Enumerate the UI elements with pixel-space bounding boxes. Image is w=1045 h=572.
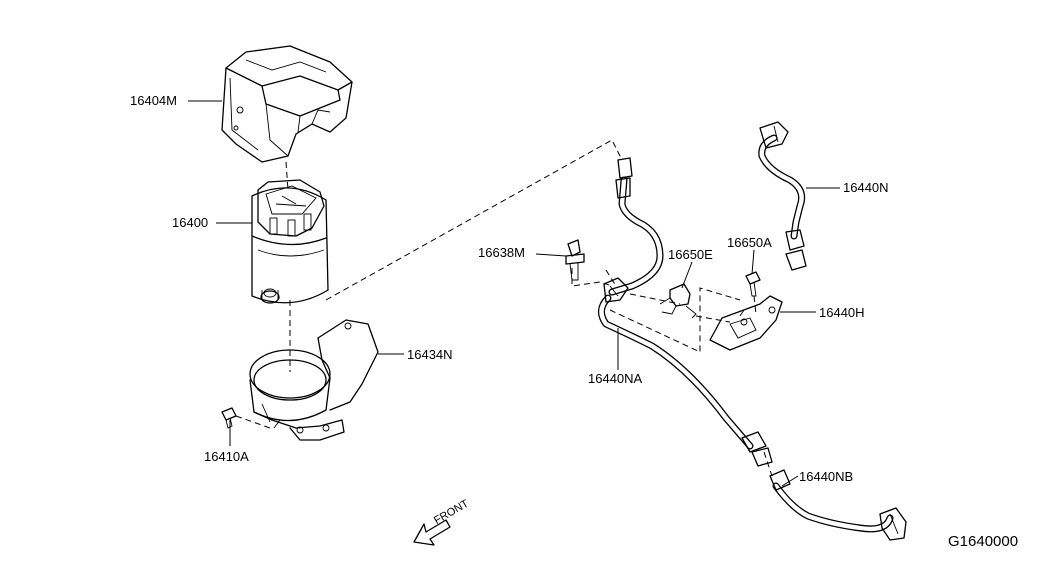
fuel-filter-16400 bbox=[251, 179, 329, 304]
sensor-16638M bbox=[565, 239, 585, 281]
label-16638M: 16638M bbox=[478, 245, 525, 260]
hose-16440NB bbox=[769, 469, 907, 541]
filter-drain-plug bbox=[260, 288, 280, 304]
label-16400: 16400 bbox=[172, 215, 209, 230]
bolt-16650A bbox=[745, 271, 761, 297]
bracket-16434N bbox=[249, 319, 379, 441]
label-16434N: 16434N bbox=[407, 347, 453, 362]
bolt-16410A bbox=[221, 407, 271, 429]
hose-16440NA bbox=[598, 157, 773, 467]
hose-16440N-top-connector bbox=[759, 121, 789, 149]
bracket-16440H bbox=[709, 295, 783, 351]
label-16440NB: 16440NB bbox=[799, 469, 854, 484]
hose-16440NA-top-connector bbox=[615, 157, 633, 199]
hose-16440N-bottom-connector bbox=[785, 229, 807, 271]
label-16440NA: 16440NA bbox=[588, 371, 643, 386]
clip-16650E bbox=[659, 283, 697, 319]
label-16650A: 16650A bbox=[727, 235, 772, 250]
label-16440N: 16440N bbox=[843, 180, 889, 195]
label-16440H: 16440H bbox=[819, 305, 865, 320]
hose-16440N bbox=[758, 121, 807, 271]
label-16404M: 16404M bbox=[130, 93, 177, 108]
hose-16440NB-end-connector bbox=[879, 507, 907, 541]
front-arrow-icon bbox=[413, 519, 451, 546]
cover-16404M bbox=[221, 45, 353, 163]
label-16650E: 16650E bbox=[668, 247, 713, 262]
hose-16440NA-bottom-connector bbox=[741, 431, 773, 467]
leader-lines bbox=[188, 100, 840, 487]
assembly-dashed-lines bbox=[285, 139, 773, 477]
hose-16440NA-junction bbox=[603, 277, 629, 303]
hose-16440NB-top-connector bbox=[769, 469, 791, 491]
label-16410A: 16410A bbox=[204, 449, 249, 464]
diagram-code: G1640000 bbox=[948, 533, 1019, 550]
